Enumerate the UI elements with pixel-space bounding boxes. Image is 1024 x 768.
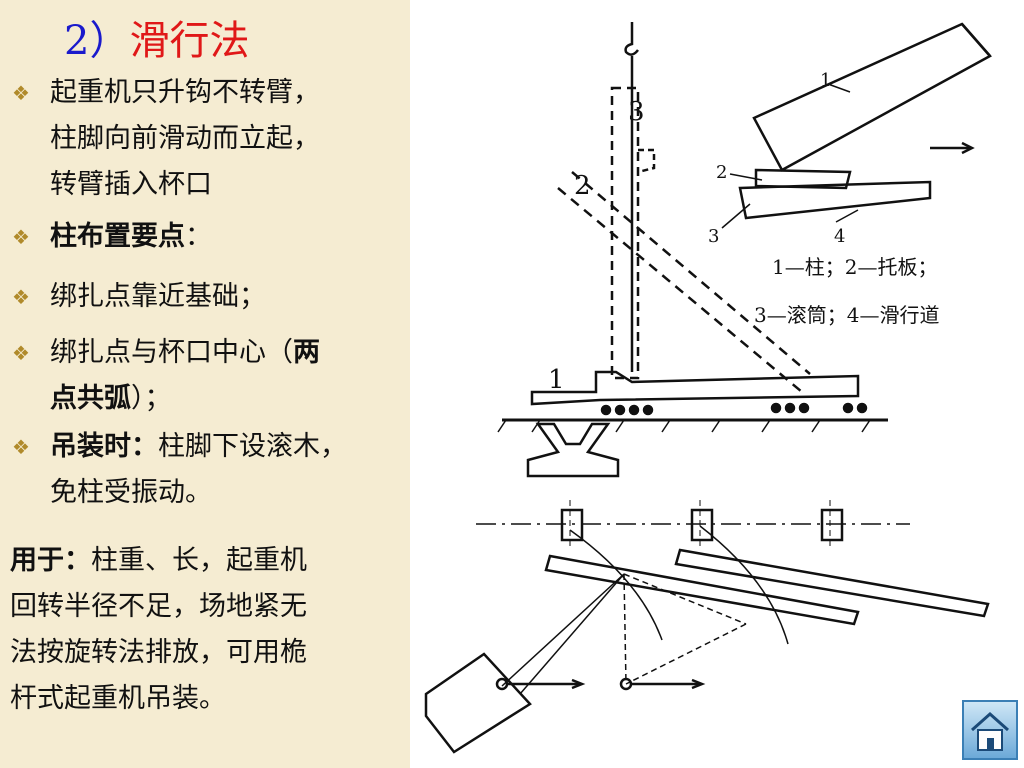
bullet-line: 免柱受振动。 (50, 477, 212, 508)
label-position-1: 1 (548, 365, 565, 395)
bullet-line: 转臂插入杯口 (50, 169, 212, 200)
crane-hook (624, 22, 639, 56)
usage-line: 回转半径不足，场地紧无 (10, 591, 307, 622)
home-icon (971, 711, 1009, 751)
bullet-bold: 柱布置要点 (50, 221, 185, 252)
lifting-arc (569, 529, 663, 641)
page-title: 2）滑行法 (64, 8, 249, 66)
diamond-bullet-icon: ❖ (12, 285, 30, 309)
usage-bold: 用于： (10, 545, 91, 576)
bullet-item: ❖ 起重机只升钩不转臂， 柱脚向前滑动而立起， 转臂插入杯口 (12, 70, 404, 208)
bullet-item: ❖ 绑扎点靠近基础； (12, 274, 404, 320)
column-position-2-edge (571, 171, 811, 375)
crane-pivot (495, 677, 509, 691)
label-2: 2 (716, 162, 727, 183)
column-position-2-edge (557, 187, 803, 393)
diagram-area: 1 2 3 4 1 2 3 1—柱；2—托板； 3—滚筒；4—滑行道 (410, 0, 1024, 768)
column-position-1 (530, 370, 860, 406)
bullet-text: 绑扎点与杯口中心（ (50, 337, 293, 368)
sliding-method-diagram: 1 2 3 4 1 2 3 1—柱；2—托板； 3—滚筒；4—滑行道 (424, 22, 992, 754)
title-text: 滑行法 (129, 18, 250, 64)
label-4: 4 (834, 226, 845, 247)
label-3: 3 (708, 226, 719, 247)
column-bracket (637, 148, 656, 174)
detail-column-end (961, 23, 991, 57)
title-number: 2） (64, 18, 130, 64)
bullet-rest: ： (185, 221, 212, 252)
bullet-bold: 两 (293, 337, 320, 368)
bullet-line: 柱脚向前滑动而立起， (50, 123, 320, 154)
label-position-3: 3 (628, 97, 645, 127)
direction-arrow-head (961, 141, 975, 155)
rollers (600, 402, 868, 416)
usage-line: 杆式起重机吊装。 (10, 683, 226, 714)
diamond-bullet-icon: ❖ (12, 81, 30, 105)
legend-line: 3—滚筒；4—滑行道 (754, 303, 939, 327)
home-button[interactable] (962, 700, 1018, 760)
bullet-item: ❖ 吊装时：柱脚下设滚木， 免柱受振动。 (12, 424, 404, 516)
crane-plan (424, 652, 532, 754)
cup-plan (820, 508, 844, 542)
bullet-text: ）； (131, 383, 172, 414)
label-position-2: 2 (574, 171, 591, 201)
cup-foundation (526, 422, 620, 478)
label-1: 1 (820, 70, 831, 91)
cup-plan (560, 508, 584, 542)
diamond-bullet-icon: ❖ (12, 341, 30, 365)
cup-plan (690, 508, 714, 542)
bullet-line: 绑扎点靠近基础； (50, 281, 266, 312)
diamond-bullet-icon: ❖ (12, 435, 30, 459)
text-panel: 2）滑行法 ❖ 起重机只升钩不转臂， 柱脚向前滑动而立起， 转臂插入杯口 ❖ 柱… (0, 0, 410, 768)
bullet-line: 起重机只升钩不转臂， (50, 77, 320, 108)
diamond-bullet-icon: ❖ (12, 225, 30, 249)
ground-hatch (497, 419, 871, 433)
column-position-3 (610, 86, 640, 380)
bullet-item: ❖ 绑扎点与杯口中心（两 点共弧）； (12, 330, 404, 422)
usage-line: 柱重、长，起重机 (91, 545, 307, 576)
usage-line: 法按旋转法排放，可用桅 (10, 637, 307, 668)
slide-plate (754, 168, 852, 190)
lifting-arc (699, 525, 789, 645)
legend-line: 1—柱；2—托板； (772, 255, 937, 279)
column-plan (674, 548, 990, 618)
slide-way (738, 180, 932, 220)
usage-note: 用于：柱重、长，起重机 回转半径不足，场地紧无 法按旋转法排放，可用桅 杆式起重… (10, 538, 402, 722)
bullet-bold: 点共弧 (50, 383, 131, 414)
bullet-bold: 吊装时： (50, 431, 158, 462)
bullet-item: ❖ 柱布置要点： (12, 214, 404, 260)
column-plan (544, 554, 860, 626)
bullet-text: 柱脚下设滚木， (158, 431, 347, 462)
crane-pivot (619, 677, 633, 691)
